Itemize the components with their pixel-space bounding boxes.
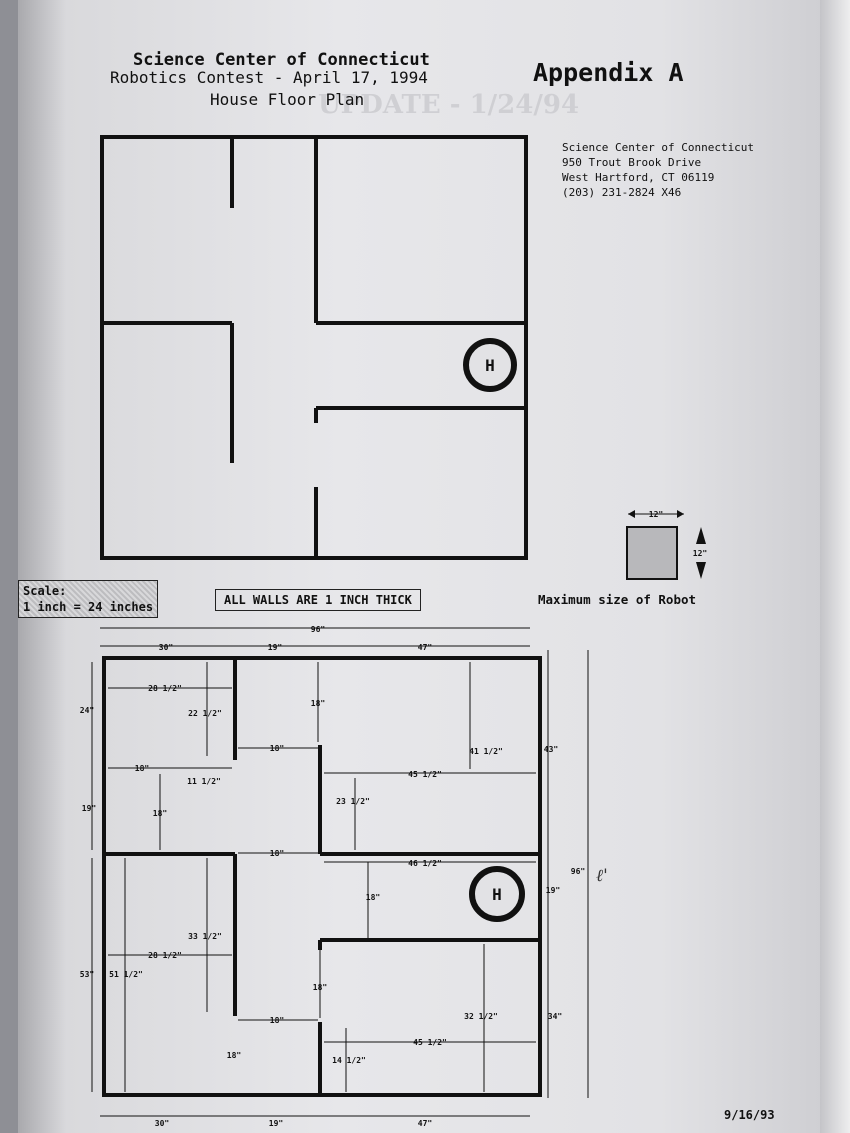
appendix-title: Appendix A — [533, 58, 684, 87]
address-street: 950 Trout Brook Drive — [562, 156, 702, 169]
dim-22-5: 22 1/2" — [188, 709, 222, 718]
dim-23-5: 23 1/2" — [336, 797, 370, 806]
dim-45-5-bottom: 45 1/2" — [413, 1038, 447, 1047]
floor-plan-simple — [100, 135, 528, 560]
dim-18-b: 18" — [270, 744, 284, 753]
robot-width-label: 12" — [649, 510, 663, 519]
dim-46-5: 46 1/2" — [408, 859, 442, 868]
dimension-lines — [91, 627, 589, 1117]
address-city: West Hartford, CT 06119 — [562, 171, 715, 184]
handwritten-mark: ℓ' — [596, 866, 608, 886]
dim-total-96: 96" — [311, 625, 325, 634]
robot-square — [626, 526, 678, 580]
dim-18-g: 18" — [313, 983, 327, 992]
dim-43: 43" — [544, 745, 558, 754]
dim-24: 24" — [80, 706, 94, 715]
arrowhead — [628, 510, 635, 518]
arrowhead — [677, 510, 684, 518]
dim-28-5-top: 28 1/2" — [148, 684, 182, 693]
home-base-label-lower: H — [492, 885, 502, 904]
scale-label: Scale: — [23, 584, 67, 598]
robot-caption: Maximum size of Robot — [538, 592, 697, 607]
dim-18-e: 18" — [270, 849, 284, 858]
arrowhead — [696, 527, 706, 544]
dim-33-5: 33 1/2" — [188, 932, 222, 941]
plan-title: House Floor Plan — [210, 90, 365, 109]
page-edge — [820, 0, 850, 1133]
address-name: Science Center of Connecticut — [562, 141, 755, 154]
dim-45-5-top: 45 1/2" — [408, 770, 442, 779]
dimension-labels: 30" 19" 47" 96" 28 1/2" 22 1/2" 18" 18" … — [80, 625, 585, 1128]
dim-34: 34" — [548, 1012, 562, 1021]
dim-top-47: 47" — [418, 643, 432, 652]
arrowhead — [696, 562, 706, 579]
home-base-lower — [469, 866, 525, 922]
dim-41-5: 41 1/2" — [469, 747, 503, 756]
address-block: Science Center of Connecticut 950 Trout … — [562, 140, 754, 200]
dim-bottom-47: 47" — [418, 1119, 432, 1128]
home-base-upper — [463, 338, 517, 392]
dim-bottom-19: 19" — [269, 1119, 283, 1128]
dim-53: 53" — [80, 970, 94, 979]
dim-14-5: 14 1/2" — [332, 1056, 366, 1065]
dim-18-i: 18" — [227, 1051, 241, 1060]
footer-date: 9/16/93 — [724, 1108, 775, 1122]
dim-18-c: 18" — [135, 764, 149, 773]
home-base-label-upper: H — [485, 356, 495, 375]
dim-28-5-bottom: 28 1/2" — [148, 951, 182, 960]
dim-top-19: 19" — [268, 643, 282, 652]
org-title: Science Center of Connecticut — [133, 50, 430, 70]
scale-box: Scale: 1 inch = 24 inches — [18, 580, 159, 618]
dim-96-right: 96" — [571, 867, 585, 876]
dim-19-right: 19" — [546, 886, 560, 895]
walls-note: ALL WALLS ARE 1 INCH THICK — [215, 589, 421, 611]
paper-sheet: UPDATE - 1/24/94 — [18, 0, 820, 1133]
bleed-through-heading: UPDATE - 1/24/94 — [318, 90, 580, 120]
dim-11-5: 11 1/2" — [187, 777, 221, 786]
contest-title: Robotics Contest - April 17, 1994 — [110, 68, 428, 87]
dim-18-h: 18" — [270, 1016, 284, 1025]
dim-19-left: 19" — [82, 804, 96, 813]
dim-32-5: 32 1/2" — [464, 1012, 498, 1021]
floor-plan-dimensioned — [102, 656, 542, 1097]
robot-height-label: 12" — [693, 549, 707, 558]
dim-18-f: 18" — [366, 893, 380, 902]
dim-18-d: 18" — [153, 809, 167, 818]
dim-top-30: 30" — [159, 643, 173, 652]
address-phone: (203) 231-2824 X46 — [562, 186, 682, 199]
dim-18-a: 18" — [311, 699, 325, 708]
dim-51-5: 51 1/2" — [109, 970, 143, 979]
scale-value: 1 inch = 24 inches — [23, 600, 154, 614]
dim-bottom-30: 30" — [155, 1119, 169, 1128]
